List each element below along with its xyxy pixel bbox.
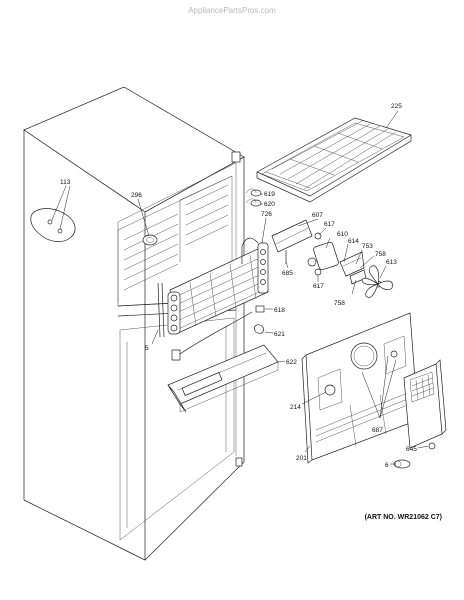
bracket-113 (30, 208, 76, 242)
callout-726: 726 (261, 211, 272, 218)
callout-753: 753 (362, 243, 373, 250)
callout-225: 225 (391, 103, 402, 110)
callout-6: 6 (385, 462, 389, 469)
watermark: AppliancePartsPros.com (188, 6, 276, 15)
art-number: (ART NO. WR21062 C7) (364, 514, 442, 521)
wiring-parts (157, 282, 265, 361)
callout-758-upper: 758 (375, 251, 386, 258)
fan-blade (361, 265, 393, 298)
air-duct-645 (403, 359, 447, 450)
callout-622: 622 (286, 359, 297, 366)
callout-113: 113 (60, 179, 71, 186)
callout-610: 610 (337, 231, 348, 238)
callout-613: 613 (386, 259, 397, 266)
callout-687: 687 (372, 427, 383, 434)
callout-607: 607 (312, 212, 323, 219)
callout-214: 214 (290, 404, 301, 411)
fan-motor-assembly (271, 219, 393, 298)
light-socket (142, 234, 158, 246)
callout-labels: 225 113 296 619 620 726 607 617 610 614 … (60, 103, 417, 469)
refrigerator-cabinet (23, 86, 245, 561)
callout-621: 621 (274, 331, 285, 338)
wire-shelf (256, 117, 412, 203)
callout-296: 296 (131, 192, 142, 199)
leader-lines (51, 110, 429, 465)
callout-5: 5 (145, 345, 149, 352)
clips-619-620 (245, 188, 262, 207)
callout-614: 614 (348, 238, 359, 245)
callout-617-lower: 617 (313, 283, 324, 290)
part-6 (393, 459, 411, 469)
evaporator-cover (301, 312, 419, 464)
callout-201: 201 (296, 455, 307, 462)
callout-618: 618 (274, 307, 285, 314)
callout-685: 685 (282, 270, 293, 277)
crisper-cover (167, 344, 279, 413)
callout-617-upper: 617 (324, 221, 335, 228)
callout-645: 645 (406, 446, 417, 453)
callout-758-lower: 758 (334, 300, 345, 307)
evaporator-coil (167, 237, 269, 335)
callout-620: 620 (264, 201, 275, 208)
callout-619: 619 (264, 191, 275, 198)
